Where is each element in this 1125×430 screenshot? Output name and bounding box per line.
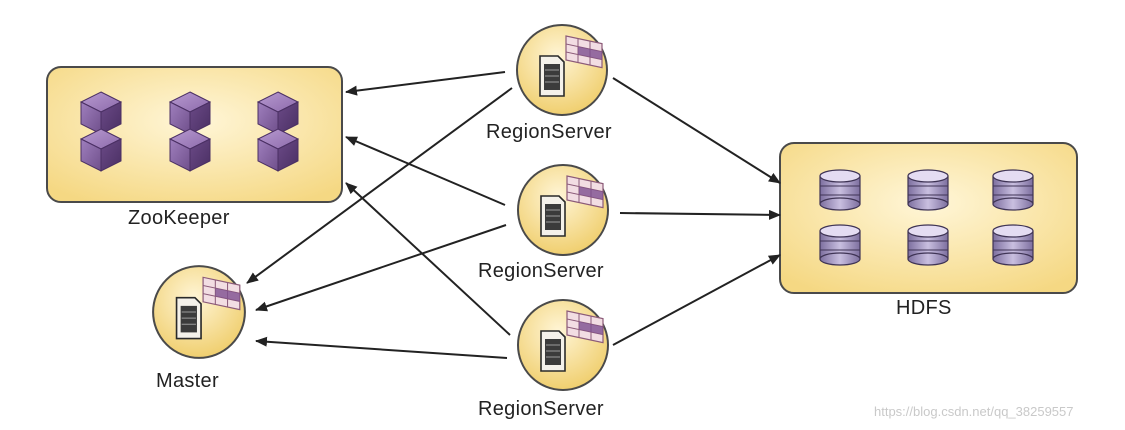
arrow-rs2-to-master: [255, 224, 507, 312]
connection-arrows: [246, 71, 781, 359]
master-node: [152, 265, 246, 359]
watermark-text: https://blog.csdn.net/qq_38259557: [874, 404, 1074, 419]
hdfs-label: HDFS: [896, 297, 952, 319]
arrow-rs3-to-hdfs: [612, 254, 781, 346]
hdfs-disk-3: [992, 169, 1034, 211]
hdfs-disk-6: [992, 224, 1034, 266]
arrow-rs1-to-hdfs: [612, 77, 781, 184]
hdfs-disk-5: [907, 224, 949, 266]
arrow-rs2-to-hdfs: [619, 209, 781, 220]
arrow-rs1-to-zookeeper: [345, 71, 506, 96]
arrow-rs1-to-master: [246, 87, 513, 284]
region-server-3-label: RegionServer: [478, 398, 604, 420]
zookeeper-panel: [46, 66, 343, 203]
region-server-2-label: RegionServer: [478, 260, 604, 282]
region-server-1-node: [516, 24, 608, 116]
zookeeper-label: ZooKeeper: [128, 207, 230, 229]
hdfs-disk-1: [819, 169, 861, 211]
region-server-3-node: [517, 299, 609, 391]
hdfs-panel: [779, 142, 1078, 294]
region-server-2-node: [517, 164, 609, 256]
hdfs-disk-4: [819, 224, 861, 266]
arrow-rs3-to-master: [255, 336, 508, 359]
region-server-1-label: RegionServer: [486, 121, 612, 143]
arrow-rs2-to-zookeeper: [345, 136, 506, 206]
hdfs-disk-2: [907, 169, 949, 211]
arrow-rs3-to-zookeeper: [345, 182, 511, 336]
master-label: Master: [156, 370, 219, 392]
